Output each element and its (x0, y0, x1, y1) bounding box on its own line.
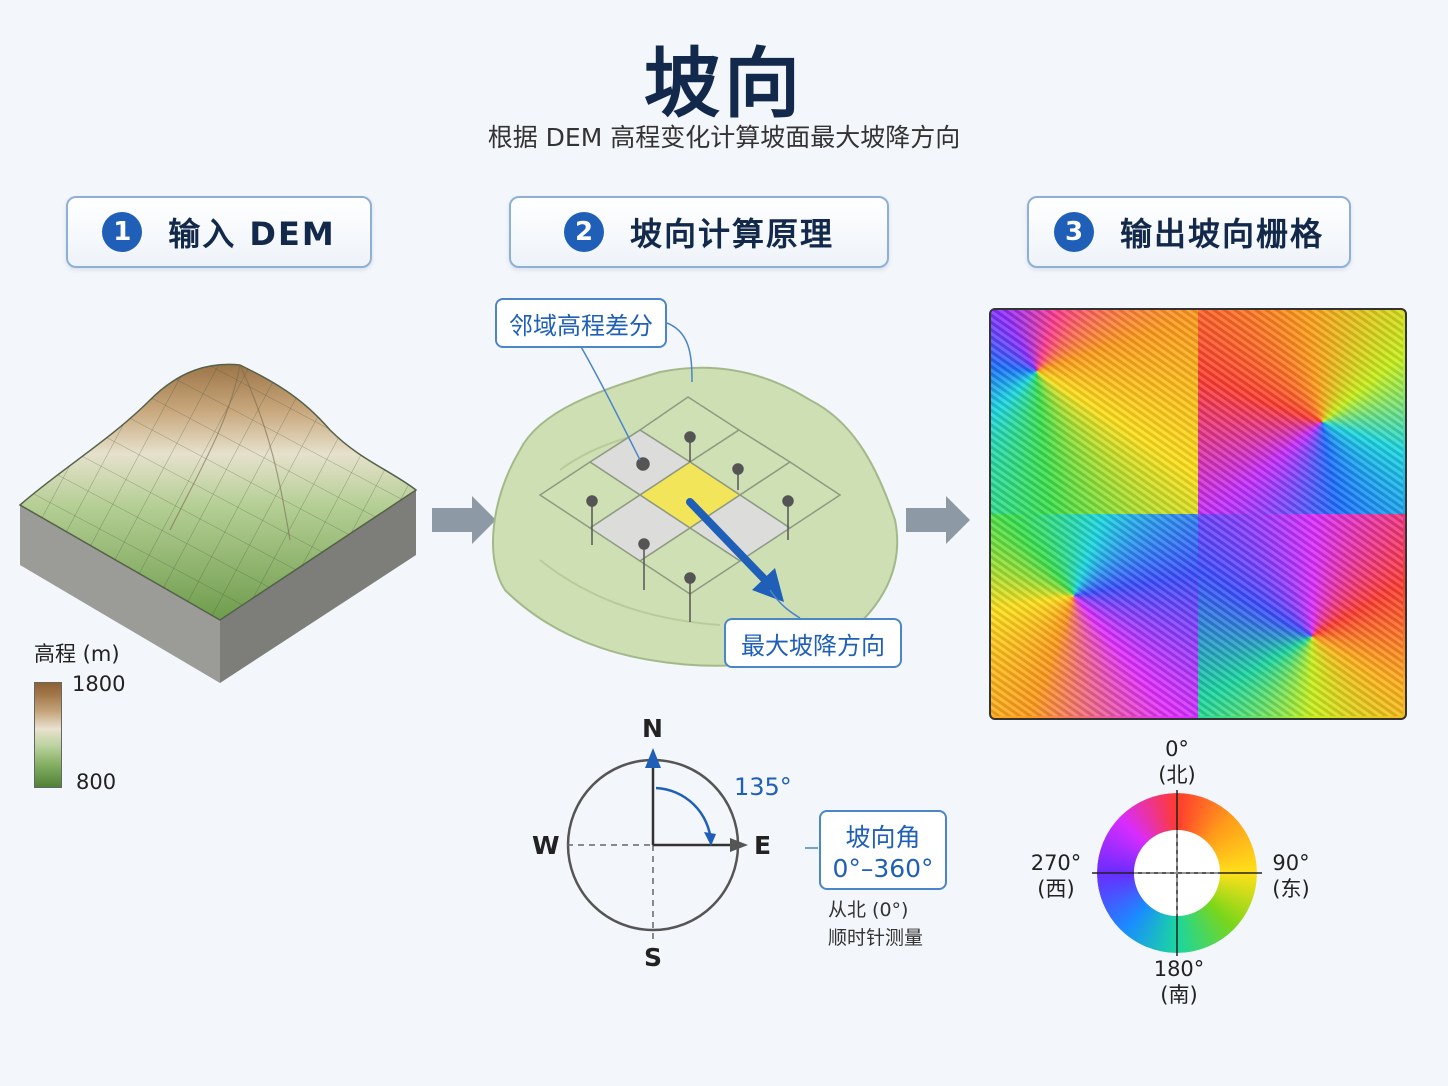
step-2-number: 2 (563, 212, 604, 252)
steepest-descent-arrow (686, 498, 774, 589)
legend-title: 高程 (m) (34, 642, 120, 666)
wheel-east-deg: 90° (1272, 851, 1310, 875)
compass-diagram (566, 748, 818, 940)
step-1-label: 输入 DEM (168, 215, 336, 253)
step-3-number: 3 (1053, 212, 1094, 252)
legend-max: 1800 (72, 672, 126, 696)
flow-arrow-1 (432, 496, 496, 544)
compass-west: W (532, 831, 560, 860)
wheel-south-name: (南) (1160, 983, 1198, 1007)
compass-angle-label: 135° (734, 773, 792, 801)
compass-east: E (754, 831, 772, 860)
aspect-angle-box: 坡向角 0°–360° (819, 810, 947, 890)
step-2-header: 2 坡向计算原理 (509, 196, 889, 268)
page-title: 坡向 (644, 39, 804, 128)
compass-north: N (642, 714, 663, 743)
step-3-label: 输出坡向栅格 (1119, 215, 1324, 253)
neighbor-diff-callout: 邻域高程差分 (495, 298, 667, 348)
page-subtitle: 根据 DEM 高程变化计算坡面最大坡降方向 (487, 123, 961, 152)
steepest-descent-callout: 最大坡降方向 (724, 618, 902, 668)
aspect-angle-range: 0°–360° (832, 854, 934, 883)
wheel-west-name: (西) (1037, 877, 1075, 901)
aspect-raster-output (989, 308, 1407, 720)
wheel-north-label: 0° (北) (1137, 736, 1217, 788)
aspect-note-line2: 顺时针测量 (828, 927, 924, 949)
step-1-header: 1 输入 DEM (66, 196, 372, 268)
wheel-east-name: (东) (1272, 877, 1310, 901)
wheel-south-label: 180° (南) (1139, 956, 1219, 1008)
wheel-west-deg: 270° (1030, 851, 1082, 875)
aspect-angle-title: 坡向角 (845, 823, 921, 852)
aspect-raster-texture (991, 310, 1403, 716)
step-2-label: 坡向计算原理 (629, 215, 834, 253)
wheel-north-name: (北) (1158, 763, 1196, 787)
step-1-number: 1 (102, 212, 143, 252)
wheel-east-label: 90° (东) (1251, 850, 1331, 902)
elevation-color-bar (34, 682, 62, 788)
compass-south: S (644, 943, 663, 972)
wheel-north-deg: 0° (1165, 737, 1189, 761)
wheel-west-label: 270° (西) (1016, 850, 1096, 902)
legend-min: 800 (76, 770, 117, 794)
flow-arrow-2 (906, 496, 970, 544)
neighborhood-grid (538, 396, 842, 595)
aspect-note-line1: 从北 (0°) (828, 899, 909, 921)
step-3-header: 3 输出坡向栅格 (1027, 196, 1351, 268)
wheel-south-deg: 180° (1153, 957, 1205, 981)
